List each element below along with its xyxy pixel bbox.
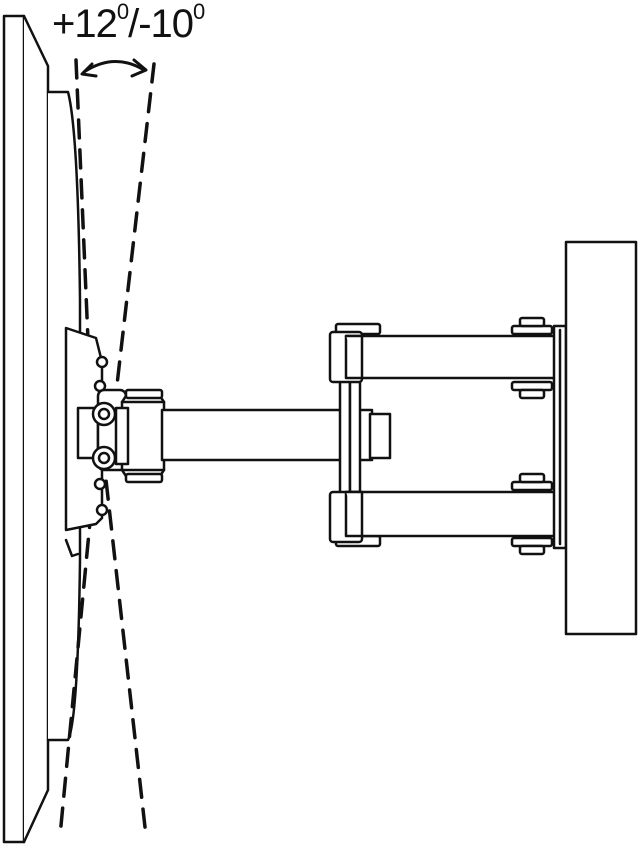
tilt-up-value: +12 xyxy=(52,2,118,46)
tilt-arrowhead-left xyxy=(80,62,98,78)
plate-screw-low xyxy=(93,477,107,491)
upper-arm xyxy=(328,316,560,400)
tilt-separator: / xyxy=(128,2,139,46)
tv-panel xyxy=(2,14,82,844)
tilt-arrowhead-right xyxy=(130,58,148,78)
tv-back-bulge xyxy=(46,90,82,742)
front-arm xyxy=(114,388,392,484)
tv-slanted-top xyxy=(22,14,50,844)
degree-mark-down: 0 xyxy=(193,0,205,24)
plate-screw-bottom xyxy=(95,503,109,517)
tv-front-edge xyxy=(2,14,26,844)
wall xyxy=(564,240,638,636)
plate-screw-top xyxy=(95,355,109,369)
tilt-down-value: -10 xyxy=(138,2,194,46)
degree-mark-up: 0 xyxy=(116,0,129,24)
wall-bracket xyxy=(552,324,568,550)
tilt-arrow-arc xyxy=(82,60,146,74)
tilt-range-label: +120/-100 xyxy=(52,0,205,48)
tv-mounting-plate xyxy=(64,326,109,558)
tilt-dash-right xyxy=(104,62,156,838)
